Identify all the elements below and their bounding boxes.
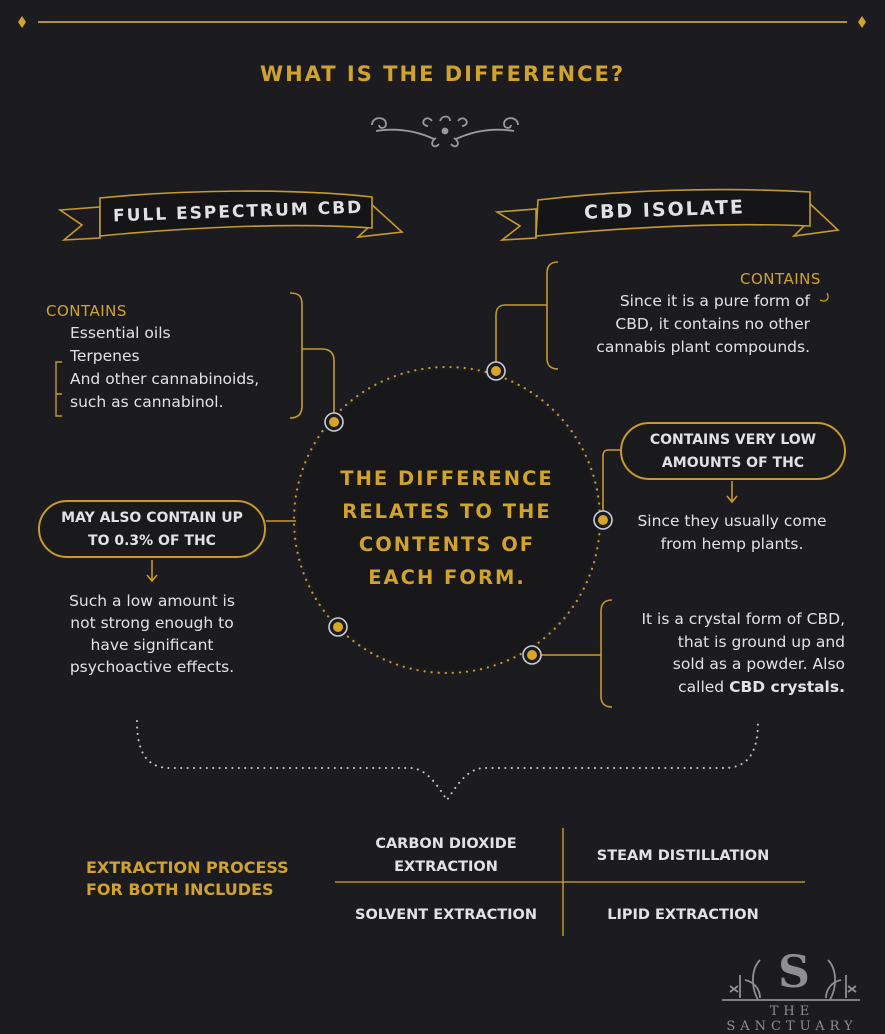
- extraction-method-co2: CARBON DIOXIDE EXTRACTION: [375, 836, 517, 875]
- isolate-contains-label: CONTAINS: [740, 270, 821, 288]
- node-dot-icon: [324, 412, 344, 432]
- cbd-crystals-bold: CBD crystals.: [729, 677, 845, 696]
- flourish-ornament-icon: [371, 115, 519, 148]
- logo-monogram: S: [778, 947, 810, 998]
- isolate-thc-pill: CONTAINS VERY LOW AMOUNTS OF THC: [620, 422, 846, 480]
- isolate-thc-desc: Since they usually come from hemp plants…: [637, 512, 827, 553]
- extraction-label: EXTRACTION PROCESS FOR BOTH INCLUDES: [86, 858, 289, 899]
- extraction-method-steam: STEAM DISTILLATION: [596, 848, 770, 864]
- logo-name: THE SANCTUARY: [726, 1004, 858, 1034]
- diamond-icon: [18, 16, 26, 28]
- list-item: And other cannabinoids,: [70, 370, 260, 388]
- page-title: WHAT IS THE DIFFERENCE?: [259, 62, 626, 86]
- full-spectrum-thc-pill: MAY ALSO CONTAIN UP TO 0.3% OF THC: [38, 500, 266, 558]
- node-dot-icon: [593, 510, 613, 530]
- diamond-icon: [858, 16, 866, 28]
- sanctuary-logo-icon: [722, 959, 860, 1001]
- list-item: such as cannabinol.: [70, 393, 224, 411]
- node-dot-icon: [522, 645, 542, 665]
- dotted-brace: [136, 720, 759, 802]
- list-item: Terpenes: [70, 347, 140, 365]
- ribbon-full-spectrum: [57, 190, 404, 241]
- list-item: Essential oils: [70, 324, 171, 342]
- center-statement: THE DIFFERENCE RELATES TO THE CONTENTS O…: [340, 467, 554, 589]
- full-spectrum-contains-label: CONTAINS: [46, 302, 127, 320]
- full-spectrum-thc-desc: Such a low amount is not strong enough t…: [69, 592, 235, 676]
- ribbon-cbd-isolate: [494, 188, 840, 241]
- full-spectrum-contains-list: Essential oils Terpenes And other cannab…: [70, 322, 259, 414]
- extraction-method-lipid: LIPID EXTRACTION: [607, 907, 759, 923]
- extraction-method-solvent: SOLVENT EXTRACTION: [355, 907, 537, 923]
- node-dot-icon: [486, 361, 506, 381]
- isolate-crystal-desc: It is a crystal form of CBD, that is gro…: [641, 610, 845, 696]
- node-dot-icon: [328, 617, 348, 637]
- isolate-contains-desc: Since it is a pure form of CBD, it conta…: [596, 292, 810, 356]
